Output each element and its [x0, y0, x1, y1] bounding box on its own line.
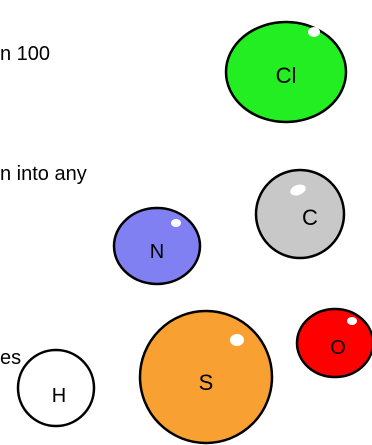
atom-oxygen-body [295, 307, 372, 379]
instruction-text-line-1: n 100 [0, 43, 51, 65]
atom-hydrogen[interactable]: H [16, 348, 96, 428]
instruction-text-line-2: n into any [0, 163, 87, 185]
atom-nitrogen[interactable]: N [112, 206, 202, 286]
atom-sulfur-body [138, 309, 274, 445]
atom-sulfur-sphere-icon [138, 309, 274, 445]
atom-chlorine[interactable]: Cl [224, 20, 348, 124]
atom-sulfur[interactable]: S [138, 309, 274, 445]
atom-chlorine-sphere-icon [224, 20, 348, 124]
atom-carbon-body [254, 168, 346, 260]
atom-sulfur-highlight [230, 334, 244, 346]
atom-nitrogen-sphere-icon [112, 206, 202, 286]
instruction-text-line-3: es [0, 347, 22, 369]
atom-oxygen[interactable]: O [295, 307, 372, 379]
atom-carbon-highlight [290, 184, 306, 196]
atom-nitrogen-highlight [171, 219, 181, 227]
atom-oxygen-highlight [347, 317, 357, 325]
atom-carbon[interactable]: C [254, 168, 346, 260]
atom-hydrogen-body [16, 348, 96, 428]
atom-chlorine-body [224, 20, 348, 124]
atom-chlorine-highlight [308, 27, 320, 37]
atom-nitrogen-body [112, 206, 202, 286]
atom-carbon-sphere-icon [254, 168, 346, 260]
atom-hydrogen-sphere-icon [16, 348, 96, 428]
atom-oxygen-sphere-icon [295, 307, 372, 379]
